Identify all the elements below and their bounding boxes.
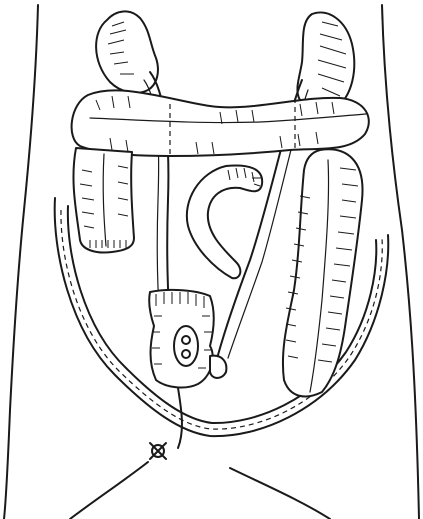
ascending-colon-stump [73,148,134,253]
torso-left-contour [4,5,38,519]
left-kidney [96,11,158,92]
transverse-colon [72,90,369,156]
small-bowel-loop [187,166,262,279]
stoma-site-marker [150,443,166,459]
right-thigh-crease [230,468,330,519]
descending-colon [283,149,363,396]
ileal-conduit [149,290,226,388]
left-thigh-crease [70,462,148,519]
